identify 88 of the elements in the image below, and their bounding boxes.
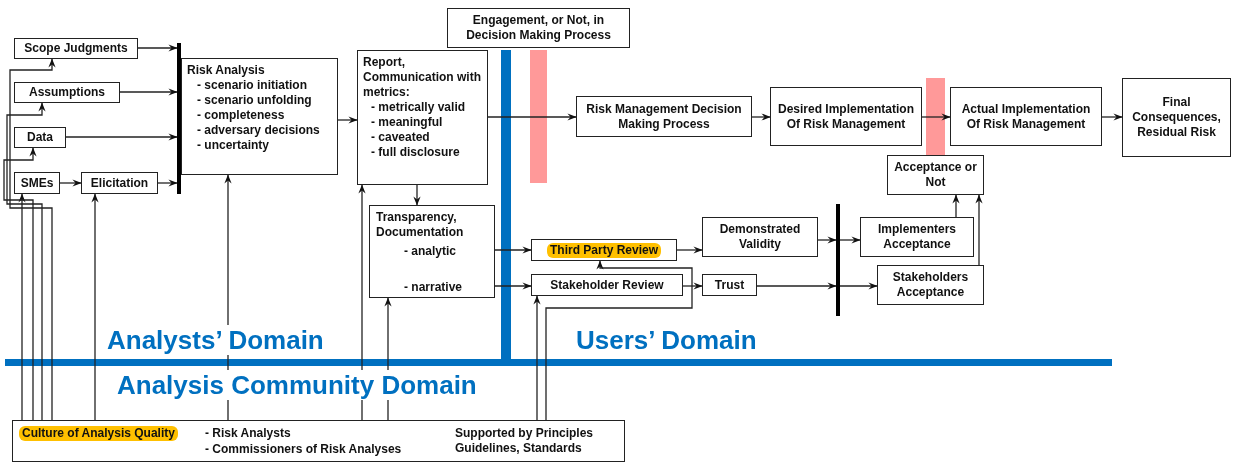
box-label: Risk Management Decision Making Process [585,101,743,132]
list-item: - metrically valid [371,100,466,115]
box-label: Assumptions [29,85,105,100]
list-item: - meaningful [371,115,443,130]
box-label: Stakeholders Acceptance [891,270,970,300]
list-item: - full disclosure [371,145,460,160]
process-box [860,217,974,257]
arrow [119,88,178,96]
arrow [413,184,421,206]
process-box [12,420,625,462]
arrow [756,282,837,290]
list-item: - Commissioners of Risk Analyses [205,442,403,457]
process-box [14,38,138,59]
process-box [1122,78,1231,157]
arrow [975,194,983,266]
highlighted-label: Third Party Review [546,242,661,258]
arrow [682,282,703,290]
box-label: Report, Communication with metrics: [363,55,482,100]
box-label: Data [27,130,53,145]
process-box [447,8,630,48]
arrow [18,193,26,421]
list-item: - uncertainty [197,138,269,153]
box-label: Demonstrated Validity [718,222,802,252]
junction-bar [177,43,181,194]
arrow [137,44,178,52]
process-box [877,265,984,305]
arrow [9,58,56,421]
process-box [369,205,495,298]
arrow [676,246,703,254]
arrow [3,147,37,421]
process-box [531,239,677,261]
arrow [65,133,178,141]
arrow [487,113,577,121]
box-label: Acceptance or Not [893,160,978,190]
list-item: - scenario initiation [197,78,307,93]
list-item: - completeness [197,108,285,123]
list-item: - scenario unfolding [197,93,312,108]
highlighted-label: Culture of Analysis Quality [19,426,178,441]
domain-label: Analysis Community Domain [115,370,479,400]
arrow [337,116,358,124]
box-label: Final Consequences, Residual Risk [1131,95,1222,140]
process-box [14,82,120,103]
process-box [14,172,60,194]
process-box [770,87,922,146]
process-box [81,172,158,194]
arrow [494,246,532,254]
list-item: - analytic [404,244,458,259]
process-box [702,217,818,257]
box-label: Trust [714,277,745,293]
list-item: Supported by Principles Guidelines, Standards [455,426,595,456]
process-box [357,50,488,185]
box-label: Implementers Acceptance [877,222,957,252]
process-box [702,274,757,296]
box-label: Engagement, or Not, in Decision Making Process [465,13,612,43]
arrow [157,179,178,187]
arrow [952,194,960,218]
domain-label: Analysts’ Domain [105,325,326,355]
list-item: - caveated [371,130,430,145]
junction-bar [836,204,840,316]
process-box [887,155,984,195]
process-box [531,274,683,296]
box-label: Transparency, Documentation [376,210,465,240]
arrow [59,179,82,187]
process-box [14,127,66,148]
arrow [751,113,771,121]
list-item: - narrative [404,280,464,295]
box-label: Desired Implementation Of Risk Management [777,101,915,132]
list-item: - Risk Analysts [205,426,292,441]
process-box [950,87,1102,146]
process-box [181,58,338,175]
box-label: Risk Analysis [187,63,265,78]
arrow [6,102,46,421]
arrow [839,236,861,244]
arrow [839,282,878,290]
list-item: - adversary decisions [197,123,320,138]
box-label: Actual Implementation Of Risk Management [960,101,1092,132]
arrow [91,193,99,421]
box-label: Scope Judgments [24,41,128,56]
box-label: SMEs [20,175,54,191]
arrow [1101,113,1123,121]
arrow [545,260,693,421]
box-label: Stakeholder Review [550,277,664,293]
arrow [494,282,532,290]
box-label: Elicitation [90,175,149,191]
process-box [576,96,752,137]
arrow [533,295,541,421]
arrow [817,236,837,244]
arrow [921,113,951,121]
